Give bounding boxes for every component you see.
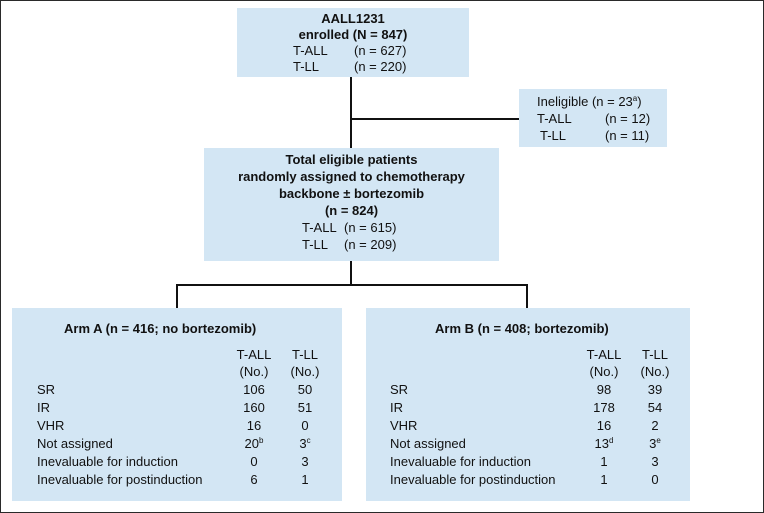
ineligible-box: Ineligible (n = 23a) T-ALL (n = 12) T-LL… [519,89,667,147]
arm-a-row-inevaluable-induction-label: Inevaluable for induction [37,454,178,469]
arm-a-row-not-assigned-label: Not assigned [37,436,113,451]
footnote-a: a [632,94,638,103]
arm-b-row-not-assigned-label: Not assigned [390,436,466,451]
arm-a-row-sr-tall: 106 [243,382,265,397]
enrolled-tall-label: T-ALL [293,43,328,58]
arm-b-row-vhr-tall: 16 [596,418,612,433]
arm-b-col-tll-unit: (No.) [640,364,670,379]
eligible-line-2: randomly assigned to chemotherapy [238,169,465,184]
arm-b-row-inevaluable-postinduction-label: Inevaluable for postinduction [390,472,556,487]
arm-b-row-inevaluable-induction-label: Inevaluable for induction [390,454,531,469]
arm-b-row-ir-tll: 54 [647,400,663,415]
enrolled-tall-value: (n = 627) [354,43,407,58]
arm-b-col-tall-unit: (No.) [589,364,619,379]
arm-a-col-tll-unit: (No.) [290,364,320,379]
connector-to-arm-b [526,284,528,308]
arm-a-row-not-assigned-tll: 3c [299,436,311,451]
arm-a-row-vhr-label: VHR [37,418,65,433]
enrolled-box: AALL1231 enrolled (N = 847) T-ALL (n = 6… [237,8,469,77]
eligible-tll-value: (n = 209) [344,237,397,252]
connector-eligible-down [350,261,352,285]
ineligible-tll-value: (n = 11) [605,128,650,143]
arm-a-row-ir-label: IR [37,400,50,415]
arm-b-box: Arm B (n = 408; bortezomib) T-ALL T-LL (… [366,308,690,501]
eligible-box: Total eligible patients randomly assigne… [204,148,499,261]
arm-b-row-sr-tll: 39 [647,382,663,397]
footnote-d: d [609,436,614,445]
connector-enrolled-to-eligible [350,77,352,148]
arm-b-title: Arm B (n = 408; bortezomib) [435,321,609,336]
ineligible-tall-value: (n = 12) [605,111,651,126]
enrolled-tll-value: (n = 220) [354,59,407,74]
arm-b-row-inevaluable-postinduction-tall: 1 [600,472,608,487]
arm-a-row-sr-tll: 50 [297,382,313,397]
ineligible-value: (n = 23a) [591,94,642,109]
footnote-e: e [656,436,661,445]
connector-split-horizontal [176,284,528,286]
footnote-c: c [306,436,311,445]
arm-a-col-tll: T-LL [291,347,318,362]
arm-b-row-not-assigned-tall: 13d [594,436,614,451]
arm-a-row-not-assigned-tall: 20b [244,436,264,451]
arm-a-row-sr-label: SR [37,382,56,397]
eligible-tll-label: T-LL [302,237,329,252]
ineligible-tll-label: T-LL [540,128,567,143]
eligible-tall-value: (n = 615) [344,220,397,235]
arm-a-box: Arm A (n = 416; no bortezomib) T-ALL T-L… [12,308,342,501]
arm-a-title: Arm A (n = 416; no bortezomib) [64,321,257,336]
connector-to-arm-a [176,284,178,308]
enrolled-title: AALL1231 [321,11,385,26]
arm-b-row-inevaluable-postinduction-tll: 0 [651,472,659,487]
enrolled-tll-label: T-LL [293,59,320,74]
arm-a-row-vhr-tall: 16 [246,418,262,433]
eligible-tall-label: T-ALL [302,220,337,235]
arm-a-row-inevaluable-postinduction-tall: 6 [250,472,258,487]
ineligible-tall-label: T-ALL [537,111,572,126]
arm-b-row-inevaluable-induction-tll: 3 [651,454,659,469]
arm-b-row-inevaluable-induction-tall: 1 [600,454,608,469]
arm-b-row-vhr-tll: 2 [651,418,659,433]
arm-a-row-inevaluable-induction-tall: 0 [250,454,258,469]
arm-b-col-tll: T-LL [641,347,668,362]
arm-b-col-tall: T-ALL [586,347,622,362]
arm-b-row-not-assigned-tll: 3e [649,436,661,451]
arm-a-row-inevaluable-postinduction-label: Inevaluable for postinduction [37,472,203,487]
arm-a-row-inevaluable-postinduction-tll: 1 [301,472,309,487]
arm-b-row-sr-tall: 98 [596,382,612,397]
arm-b-row-ir-tall: 178 [593,400,615,415]
arm-b-row-vhr-label: VHR [390,418,418,433]
arm-a-row-vhr-tll: 0 [301,418,309,433]
arm-a-col-tall-unit: (No.) [239,364,269,379]
footnote-b: b [259,436,264,445]
arm-a-row-inevaluable-induction-tll: 3 [301,454,309,469]
arm-a-col-tall: T-ALL [236,347,272,362]
arm-a-row-ir-tall: 160 [243,400,265,415]
eligible-line-3: backbone ± bortezomib [278,186,425,201]
connector-to-ineligible [351,118,519,120]
arm-b-row-sr-label: SR [390,382,409,397]
ineligible-total: Ineligible (n = 23a) [537,93,642,110]
arm-a-row-ir-tll: 51 [297,400,313,415]
eligible-line-1: Total eligible patients [285,152,418,167]
enrolled-total: enrolled (N = 847) [298,27,408,42]
ineligible-label: Ineligible [537,94,589,109]
eligible-total: (n = 824) [324,203,379,218]
arm-b-row-ir-label: IR [390,400,403,415]
